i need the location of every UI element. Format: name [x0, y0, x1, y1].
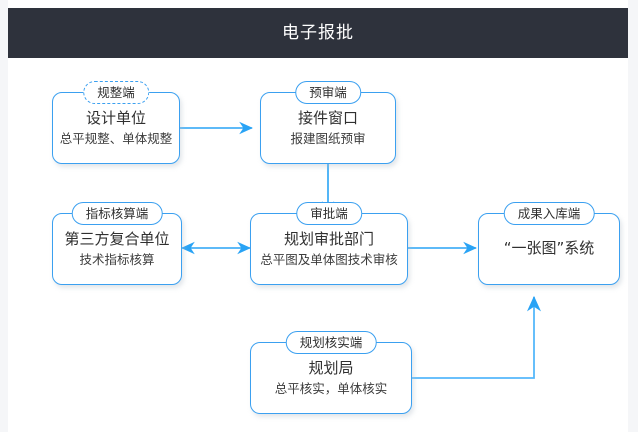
node-secondary-text: 总平图及单体图技术审核 [260, 251, 398, 267]
node-body-regulation-end: 设计单位 总平规整、单体规整 [53, 93, 179, 163]
node-primary-text: 第三方复合单位 [64, 230, 170, 249]
node-tag-planning-verification-end: 规划核实端 [285, 331, 377, 354]
node-result-storage-end[interactable]: 成果入库端 “一张图”系统 [478, 202, 620, 285]
node-primary-text: 接件窗口 [297, 109, 358, 128]
node-tag-index-accounting-end: 指标核算端 [71, 202, 163, 225]
node-pre-review-end[interactable]: 预审端 接件窗口 报建图纸预审 [260, 81, 396, 164]
page-root: 电子报批 规整端 [8, 0, 628, 432]
page-title: 电子报批 [282, 22, 354, 43]
node-tag-approval-end: 审批端 [296, 202, 362, 225]
node-tag-regulation-end: 规整端 [83, 81, 149, 104]
node-secondary-text: 总平核实，单体核实 [274, 380, 388, 396]
node-primary-text: 设计单位 [85, 109, 146, 128]
node-primary-text: “一张图”系统 [503, 239, 595, 258]
node-body-result-storage-end: “一张图”系统 [479, 214, 619, 284]
node-body-pre-review-end: 接件窗口 报建图纸预审 [261, 93, 395, 163]
node-body-planning-verification-end: 规划局 总平核实，单体核实 [251, 343, 411, 413]
node-body-index-accounting-end: 第三方复合单位 技术指标核算 [53, 214, 181, 284]
node-primary-text: 规划局 [308, 359, 354, 378]
node-approval-end[interactable]: 审批端 规划审批部门 总平图及单体图技术审核 [250, 202, 408, 285]
flowchart-canvas: 规整端 设计单位 总平规整、单体规整 预审端 接件窗口 报建图纸预审 指标核算端… [8, 58, 628, 432]
node-secondary-text: 总平规整、单体规整 [59, 130, 173, 146]
node-secondary-text: 技术指标核算 [79, 251, 155, 267]
connector-verification-to-storage [412, 295, 542, 379]
node-primary-text: 规划审批部门 [283, 230, 374, 249]
node-planning-verification-end[interactable]: 规划核实端 规划局 总平核实，单体核实 [250, 331, 412, 414]
node-index-accounting-end[interactable]: 指标核算端 第三方复合单位 技术指标核算 [52, 202, 182, 285]
page-header: 电子报批 [8, 8, 628, 58]
node-tag-result-storage-end: 成果入库端 [503, 202, 595, 225]
node-body-approval-end: 规划审批部门 总平图及单体图技术审核 [251, 214, 407, 284]
node-regulation-end[interactable]: 规整端 设计单位 总平规整、单体规整 [52, 81, 180, 164]
node-tag-pre-review-end: 预审端 [295, 81, 361, 104]
node-secondary-text: 报建图纸预审 [290, 130, 366, 146]
